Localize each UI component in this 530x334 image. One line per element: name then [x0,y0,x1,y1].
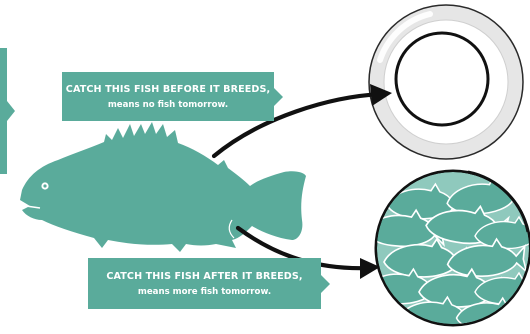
banner-bottom-headline: CATCH THIS FISH AFTER IT BREEDS, [106,271,302,282]
banner-top-subline: means no fish tomorrow. [108,100,228,110]
banner-bottom-subline: means more fish tomorrow. [138,287,271,297]
empty-plate-icon [369,5,523,159]
banner-after-breeds: CATCH THIS FISH AFTER IT BREEDS, means m… [88,258,321,309]
full-plate-icon [365,171,530,332]
banner-before-breeds: CATCH THIS FISH BEFORE IT BREEDS, means … [62,72,274,121]
banner-top-headline: CATCH THIS FISH BEFORE IT BREEDS, [66,84,270,95]
fish-icon [20,122,306,252]
